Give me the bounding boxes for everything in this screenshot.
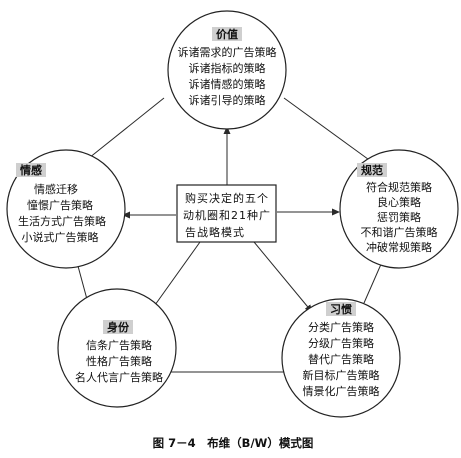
figure-caption: 图 7－4 布维（B/W）模式图	[153, 436, 314, 450]
node-value-title: 价值	[216, 27, 238, 41]
center-text-line: 告战略模式	[185, 225, 245, 239]
node-habit-item: 分级广告策略	[308, 336, 374, 350]
node-emotion-item: 小说式广告策略	[22, 230, 99, 244]
node-value-item: 诉诸指标的策略	[189, 61, 266, 75]
node-identity-item: 性格广告策略	[86, 354, 152, 368]
node-value-item: 诉诸需求的广告策略	[178, 45, 277, 59]
node-norm-title: 规范	[361, 163, 383, 177]
edge-norm-habit	[363, 261, 383, 304]
node-norm-item: 不和谐广告策略	[361, 225, 438, 239]
node-identity-item: 信条广告策略	[86, 338, 152, 352]
node-identity-title: 身份	[107, 320, 130, 334]
node-emotion-item: 憧憬广告策略	[27, 198, 93, 212]
arrow-to-habit	[253, 241, 313, 313]
node-value-item: 诉诸情感的策略	[189, 77, 266, 91]
node-value-item: 诉诸引导的策略	[189, 93, 266, 107]
node-emotion-item: 情感迁移	[34, 183, 78, 196]
node-emotion-item: 生活方式广告策略	[18, 214, 106, 228]
node-identity: 身份 信条广告策略 性格广告策略 名人代言广告策略	[57, 288, 177, 408]
node-habit-item: 替代广告策略	[308, 352, 374, 366]
node-norm-item: 冲破常规策略	[366, 240, 432, 254]
center-text-line: 购买决定的五个	[185, 191, 269, 205]
node-habit-item: 新目标广告策略	[303, 368, 380, 382]
edge-value-emotion	[83, 97, 165, 163]
node-emotion: 情感 情感迁移 憧憬广告策略 生活方式广告策略 小说式广告策略	[6, 149, 126, 269]
node-norm-item: 良心策略	[377, 195, 421, 209]
node-identity-item: 名人代言广告策略	[75, 370, 163, 384]
center-box: 购买决定的五个 动机圈和21种广 告战略模式	[176, 184, 277, 243]
center-text-line: 动机圈和21种广	[183, 208, 271, 222]
node-norm-item: 惩罚策略	[377, 210, 421, 224]
node-emotion-title: 情感	[20, 163, 42, 177]
node-habit: 习惯 分类广告策略 分级广告策略 替代广告策略 新目标广告策略 情景化广告策略	[281, 298, 401, 418]
node-habit-title: 习惯	[330, 302, 352, 316]
node-norm: 规范 符合规范策略 良心策略 惩罚策略 不和谐广告策略 冲破常规策略	[339, 149, 459, 269]
node-value: 价值 诉诸需求的广告策略 诉诸指标的策略 诉诸情感的策略 诉诸引导的策略	[167, 10, 287, 130]
node-habit-item: 情景化广告策略	[303, 384, 380, 398]
node-norm-item: 符合规范策略	[366, 180, 432, 194]
node-habit-item: 分类广告策略	[308, 320, 374, 334]
edge-value-norm	[283, 97, 373, 163]
arrow-to-identity	[149, 241, 201, 313]
